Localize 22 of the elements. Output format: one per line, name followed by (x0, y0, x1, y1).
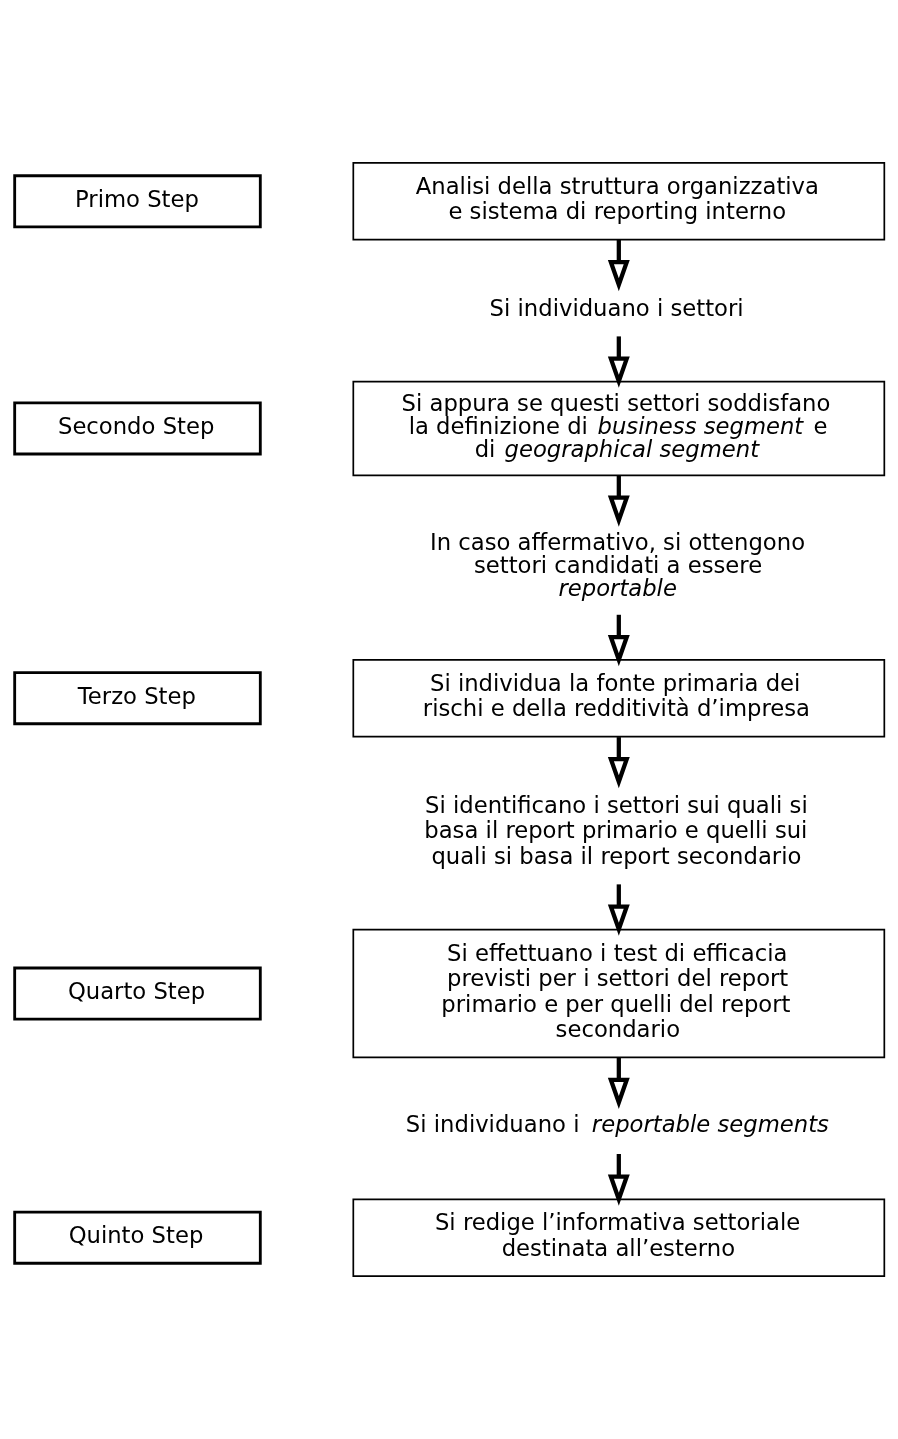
node-box: Primo Step (12, 174, 262, 229)
node-text: Si identificano i settori sui quali si basa il report primario e quelli sui quali si basa il report secondario (423, 791, 808, 870)
node-box: Si appura se questi settori soddisfano la definizione di business segment e di geographical segment (351, 380, 885, 477)
node-box: Analisi della struttura organizzativa e sistema di reporting interno (351, 162, 885, 241)
arrow (607, 884, 630, 936)
arrow (607, 336, 630, 388)
node-box: Terzo Step (12, 671, 262, 726)
node-box: Quinto Step (12, 1210, 262, 1265)
node-box: Secondo Step (12, 401, 262, 456)
node-text: In caso affermativo, si ottengono settori candidati a essere reportable (429, 529, 805, 601)
arrow (607, 475, 630, 527)
arrow (607, 1154, 630, 1206)
node-box: Quarto Step (12, 966, 262, 1021)
node-box: Si individua la fonte primaria dei rischi e della redditività d’impresa (351, 659, 885, 738)
arrow (607, 737, 630, 789)
node-text: Si individuano i reportable segments (405, 1111, 829, 1138)
node-box: Si redige l’informativa settoriale destinata all’esterno (351, 1198, 885, 1277)
arrow (607, 614, 630, 667)
node-box: Si effettuano i test di efficacia previsti per i settori del report primario e per quelli del report secondario (351, 928, 885, 1059)
node-text: Si individuano i settori (489, 294, 744, 321)
arrow (607, 239, 630, 292)
arrow (607, 1057, 630, 1109)
